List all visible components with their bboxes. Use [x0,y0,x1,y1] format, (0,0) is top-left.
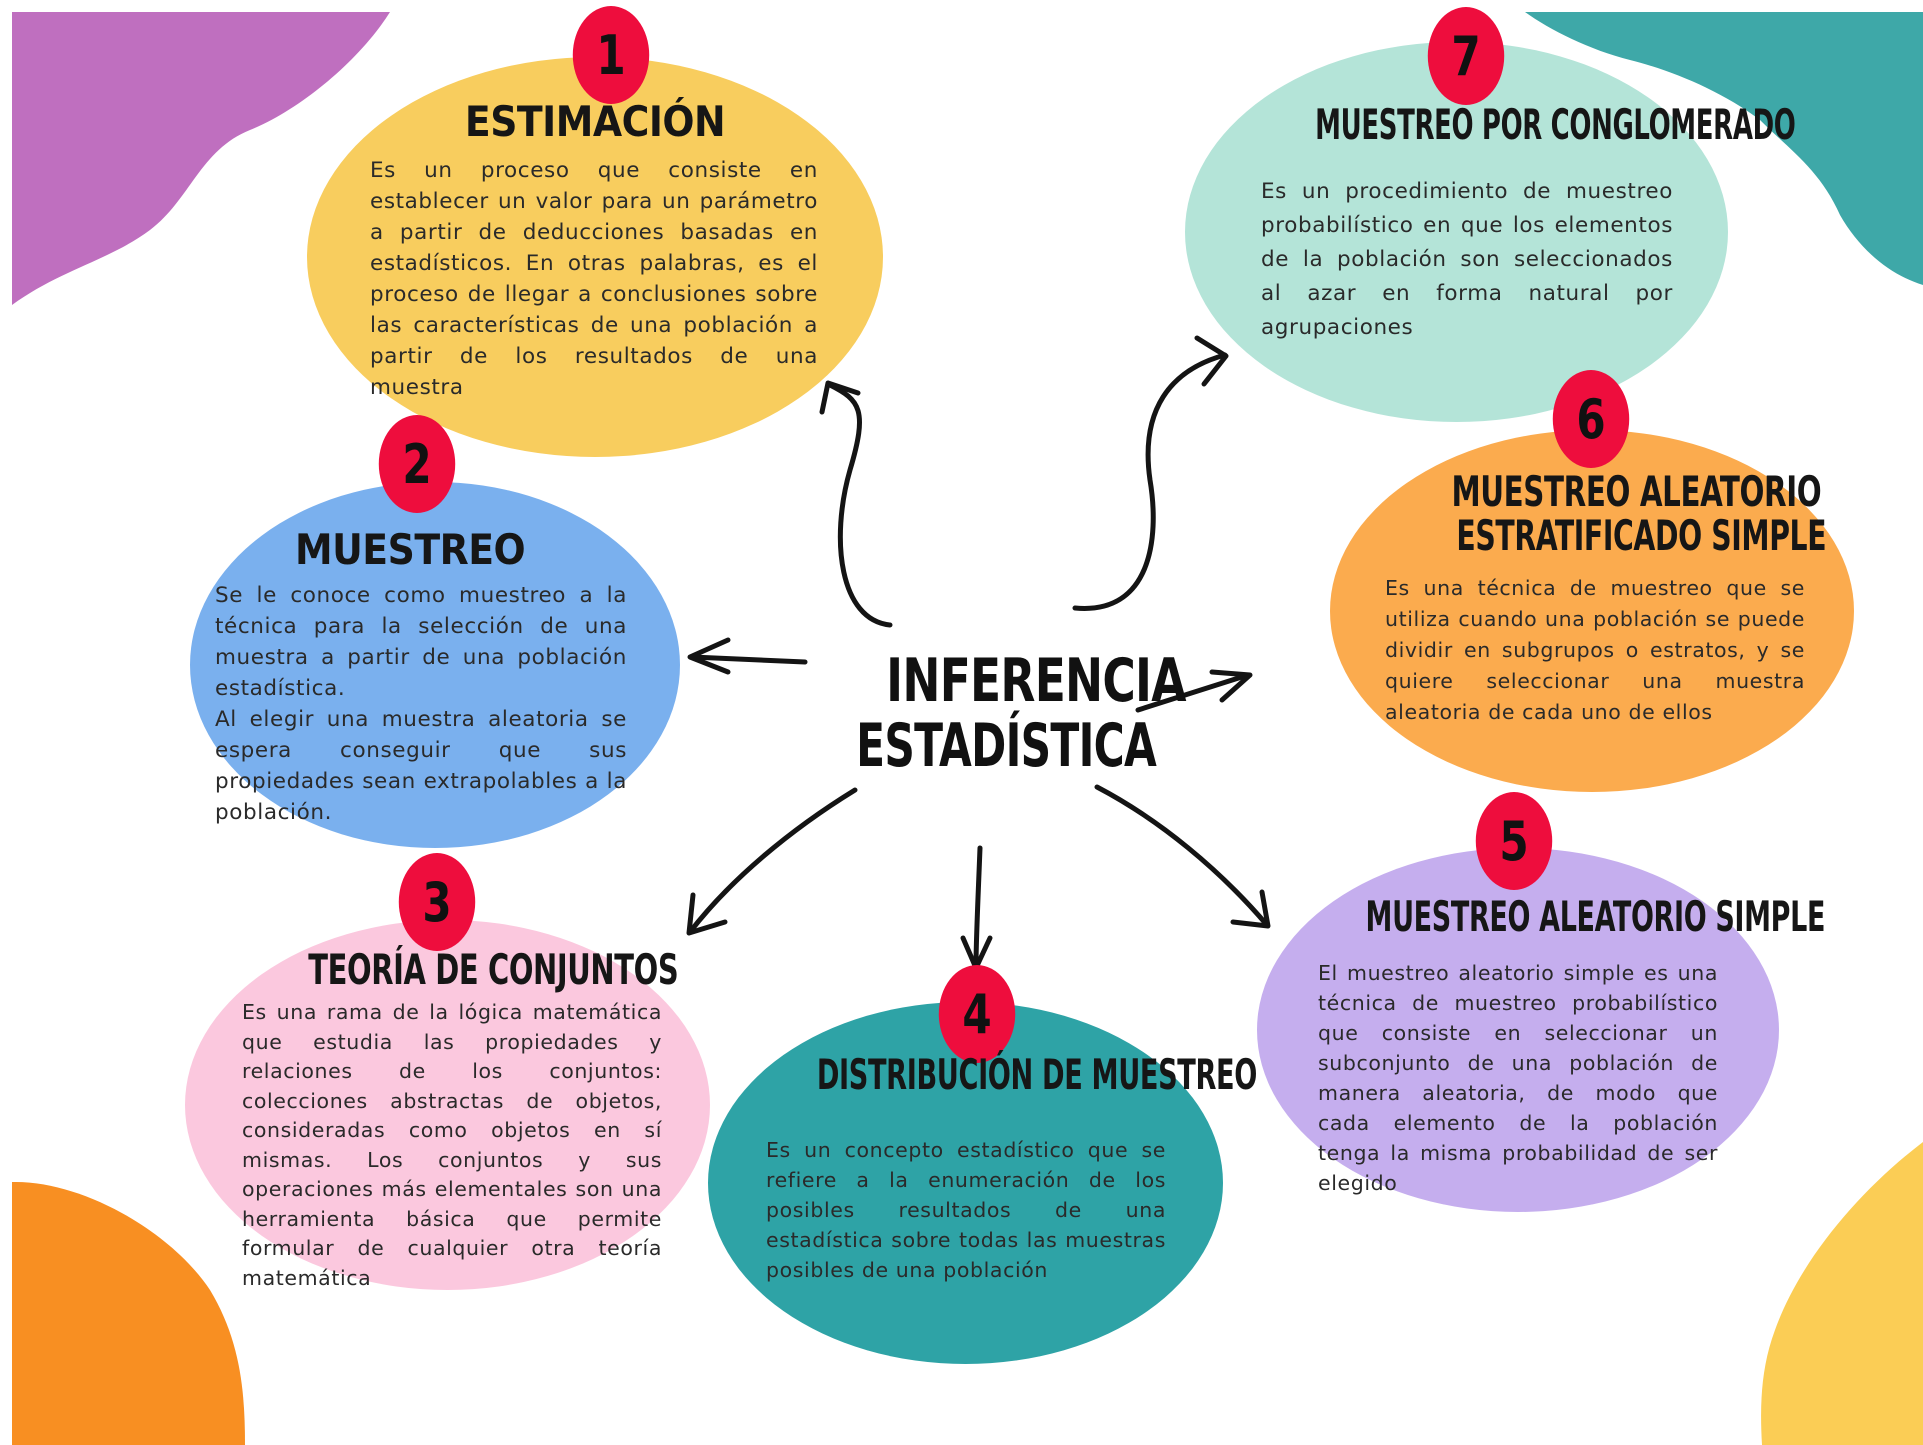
distribucion-muestreo-bubble [708,1002,1223,1364]
arrow-to-estratificado [1135,672,1251,713]
estratificado-text: Es una técnica de muestreo que se utiliz… [1385,576,1805,724]
arrow-to-distribucion [973,845,983,969]
teal-corner-blob [1525,12,1923,285]
conglomerado-bubble [1185,42,1728,422]
arrow-to-muestreo [689,654,808,665]
estimacion-title: ESTIMACIÓN [464,97,726,146]
estimacion-bubble [307,57,883,457]
central-topic-line1: INFERENCIA [886,646,1186,716]
distribucion-muestreo-text: Es un concepto estadístico que se refier… [766,1138,1166,1282]
badge-1: 1 [572,6,650,104]
aleatorio-simple-title: MUESTREO ALEATORIO SIMPLE [1365,892,1826,941]
arrow-to-estimacion-head [819,380,861,415]
conglomerado-text: Es un procedimiento de muestreo probabil… [1261,179,1673,340]
estratificado-title-line2: ESTRATIFICADO SIMPLE [1456,511,1827,560]
teoria-conjuntos-bubble [185,920,710,1290]
aleatorio-simple-text: El muestreo aleatorio simple es una técn… [1318,961,1718,1195]
yellow-corner-blob [1761,1142,1923,1445]
badge-7: 7 [1427,7,1505,105]
estratificado-title-line1: MUESTREO ALEATORIO [1451,467,1822,516]
arrow-to-aleatorio-simple [1094,784,1270,928]
arrow-to-estimacion [827,382,893,628]
arrow-to-conglomerado-head [1194,335,1229,387]
teoria-conjuntos-title: TEORÍA DE CONJUNTOS [308,945,679,994]
estratificado-bubble [1330,430,1854,792]
badge-6: 6 [1552,370,1630,468]
badge-3: 3 [398,853,476,951]
badge-5: 5 [1475,792,1553,890]
muestreo-text-p1: Se le conoce como muestreo a la técnica … [215,583,627,701]
arrow-to-teoria-head [686,892,728,936]
central-topic-line2: ESTADÍSTICA [856,711,1157,781]
conglomerado-title: MUESTREO POR CONGLOMERADO [1315,100,1796,149]
badge-4: 4 [938,965,1016,1063]
aleatorio-simple-bubble [1257,848,1779,1212]
muestreo-title: MUESTREO [295,525,526,574]
muestreo-text-p2: Al elegir una muestra aleatoria se esper… [215,707,627,825]
arrow-to-teoria [687,787,858,935]
muestreo-bubble [190,482,680,848]
arrow-to-aleatorio-simple-head [1230,889,1271,929]
estimacion-text: Es un proceso que consiste en establecer… [370,158,818,400]
distribucion-muestreo-title: DISTRIBUCIÓN DE MUESTREO [816,1050,1258,1099]
arrow-to-estratificado-head [1209,669,1253,703]
arrow-to-conglomerado [1072,352,1228,611]
arrow-to-muestreo-head [687,637,731,675]
badge-2: 2 [378,415,456,513]
muestreo-text: Se le conoce como muestreo a la técnica … [215,580,627,828]
teoria-conjuntos-text: Es una rama de la lógica matemática que … [242,1000,662,1290]
orange-corner-blob [12,1181,245,1445]
purple-corner-blob [12,12,390,305]
